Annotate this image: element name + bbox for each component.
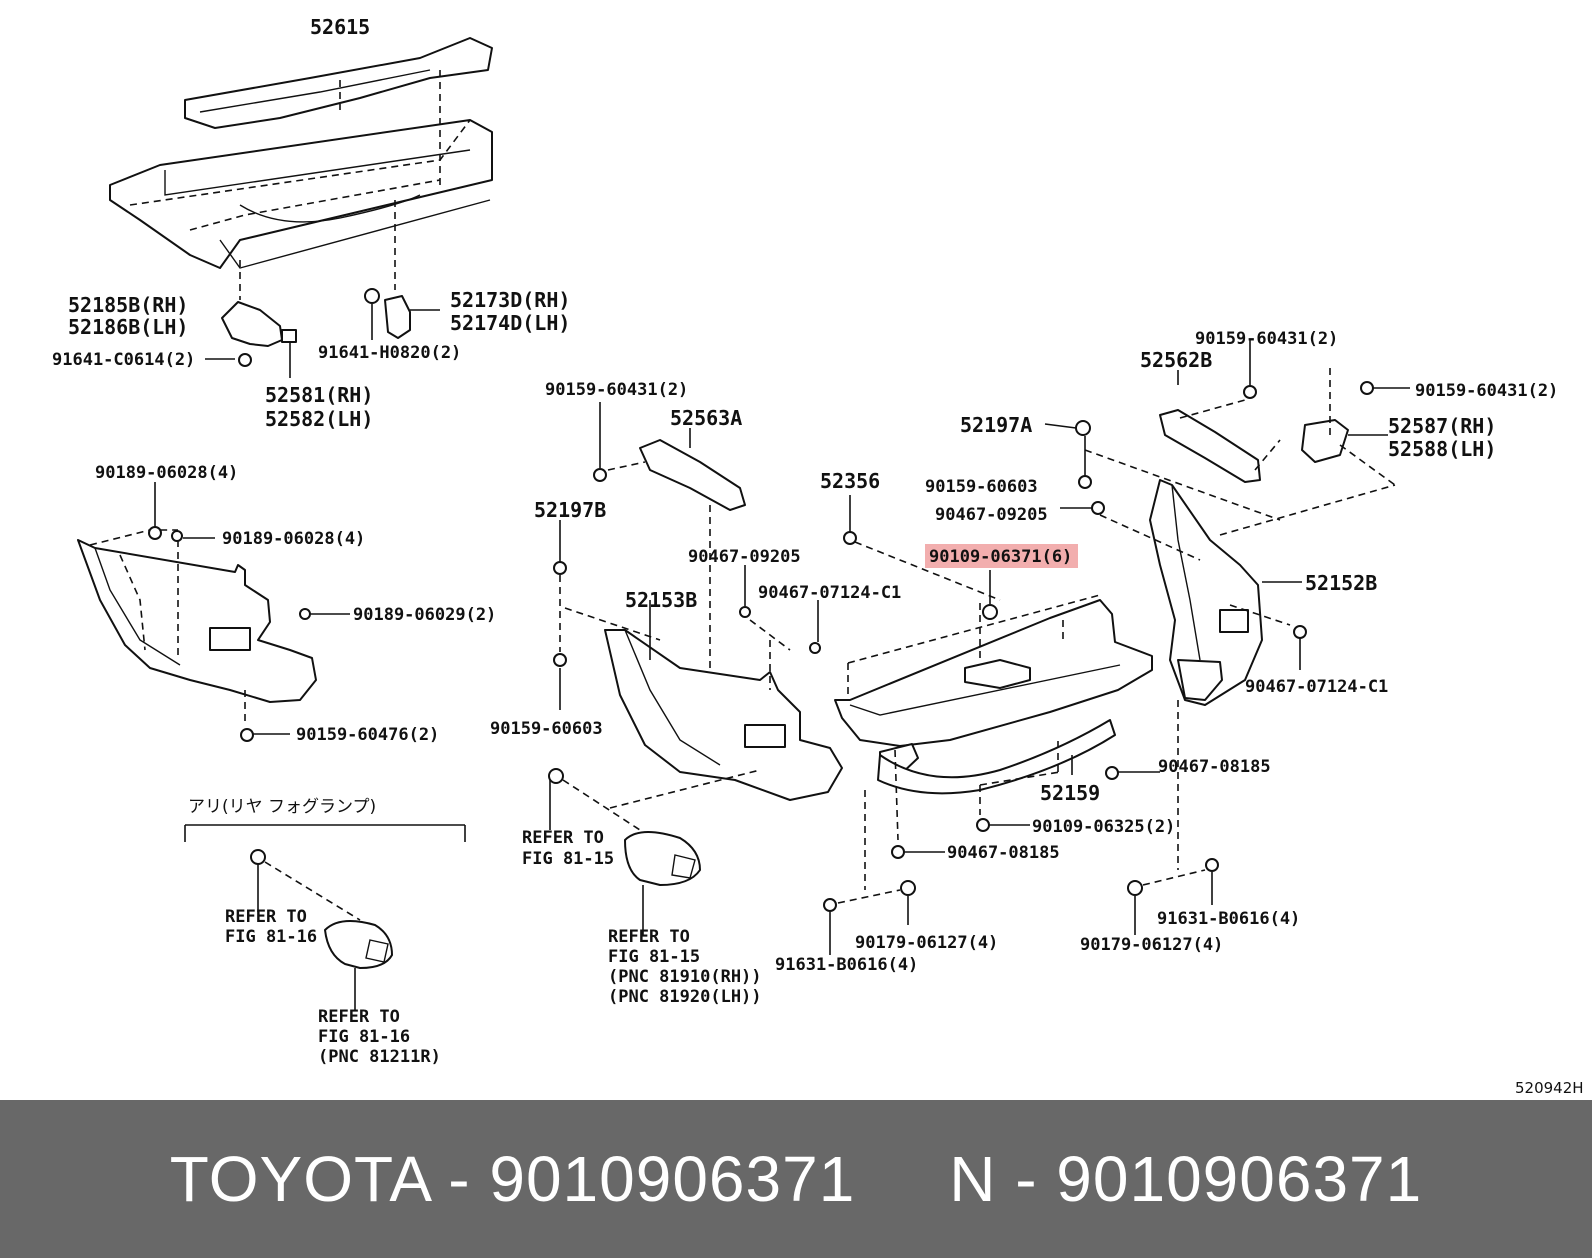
parts-diagram: 52615 52185B(RH) 52186B(LH) 52173D(RH) 5… (52, 15, 1584, 1097)
footer-part-number: TOYOTA - 9010906371 N - 9010906371 (169, 1143, 1423, 1215)
label-90189b: 90189-06028(4) (222, 529, 365, 549)
label-52588: 52588(LH) (1388, 437, 1496, 461)
label-90159-476: 90159-60476(2) (296, 725, 439, 745)
part-labels: 52615 52185B(RH) 52186B(LH) 52173D(RH) 5… (52, 15, 1584, 1097)
label-52197a: 52197A (960, 413, 1032, 437)
label-52582: 52582(LH) (265, 407, 373, 431)
lower-fasteners (823, 749, 1219, 955)
right-bumper-side-52152b (1044, 340, 1410, 706)
label-ref-c2: FIG 81-16 (225, 927, 317, 947)
label-90467-8185b: 90467-08185 (947, 843, 1060, 863)
label-90189c: 90189-06029(2) (353, 605, 496, 625)
label-91631a: 91631-B0616(4) (775, 955, 918, 975)
label-ref-b2: FIG 81-15 (608, 947, 700, 967)
label-90159-603a: 90159-60603 (490, 719, 603, 739)
label-52186b: 52186B(LH) (68, 315, 188, 339)
reinforcement-assembly (109, 37, 493, 300)
upper-brackets (205, 288, 440, 378)
label-ref-b1: REFER TO (608, 927, 690, 947)
label-90467-9205a: 90467-09205 (688, 547, 801, 567)
label-ref-code: 520942H (1515, 1079, 1584, 1097)
center-bumper-52159 (834, 495, 1179, 890)
label-ref-d1: REFER TO (318, 1007, 400, 1027)
label-90109-06325: 90109-06325(2) (1032, 817, 1175, 837)
label-90159-431b: 90159-60431(2) (1195, 329, 1338, 349)
label-52174d: 52174D(LH) (450, 311, 570, 335)
label-ref-b4: (PNC 81920(LH)) (608, 987, 762, 1007)
label-52197b: 52197B (534, 498, 606, 522)
label-52587: 52587(RH) (1388, 414, 1496, 438)
rear-lamp-81-15 (548, 768, 761, 935)
label-90467-c1b: 90467-07124-C1 (1245, 677, 1388, 697)
label-91641h: 91641-H0820(2) (318, 343, 461, 363)
label-52562b: 52562B (1140, 348, 1212, 372)
label-ref-b3: (PNC 81910(RH)) (608, 967, 762, 987)
label-90159-431a: 90159-60431(2) (545, 380, 688, 400)
label-90189a: 90189-06028(4) (95, 463, 238, 483)
parts-diagram-svg: 52615 52185B(RH) 52186B(LH) 52173D(RH) 5… (52, 15, 1584, 1097)
highlight-box (925, 544, 1078, 568)
label-90467-c1a: 90467-07124-C1 (758, 583, 901, 603)
label-ref-a2: FIG 81-15 (522, 849, 614, 869)
left-bumper-side-52153b (553, 520, 843, 801)
label-52356: 52356 (820, 469, 880, 493)
label-90159-431c: 90159-60431(2) (1415, 381, 1558, 401)
label-ref-a1: REFER TO (522, 828, 604, 848)
retainer-52563a (593, 402, 746, 670)
label-52153b: 52153B (625, 588, 697, 612)
label-90179a: 90179-06127(4) (855, 933, 998, 953)
label-91641c: 91641-C0614(2) (52, 350, 195, 370)
label-90159-603b: 90159-60603 (925, 477, 1038, 497)
label-52615: 52615 (310, 15, 370, 39)
label-52159: 52159 (1040, 781, 1100, 805)
label-ref-c1: REFER TO (225, 907, 307, 927)
label-90109-06371: 90109-06371(6) (929, 547, 1072, 567)
label-90467-9205b: 90467-09205 (935, 505, 1048, 525)
footer-bar: TOYOTA - 9010906371 N - 9010906371 (0, 1100, 1592, 1258)
label-52581: 52581(RH) (265, 383, 373, 407)
label-ref-d2: FIG 81-16 (318, 1027, 410, 1047)
label-ref-d3: (PNC 81211R) (318, 1047, 441, 1067)
label-91631b: 91631-B0616(4) (1157, 909, 1300, 929)
label-90467-8185a: 90467-08185 (1158, 757, 1271, 777)
label-52185b: 52185B(RH) (68, 293, 188, 317)
label-52563a: 52563A (670, 406, 742, 430)
label-90179b: 90179-06127(4) (1080, 935, 1223, 955)
label-optional-heading: アリ(リヤ フォグランプ) (188, 797, 376, 817)
label-52152b: 52152B (1305, 571, 1377, 595)
optional-fog-lamp (184, 824, 466, 1010)
label-52173d: 52173D(RH) (450, 288, 570, 312)
left-bumper-end (77, 482, 350, 742)
